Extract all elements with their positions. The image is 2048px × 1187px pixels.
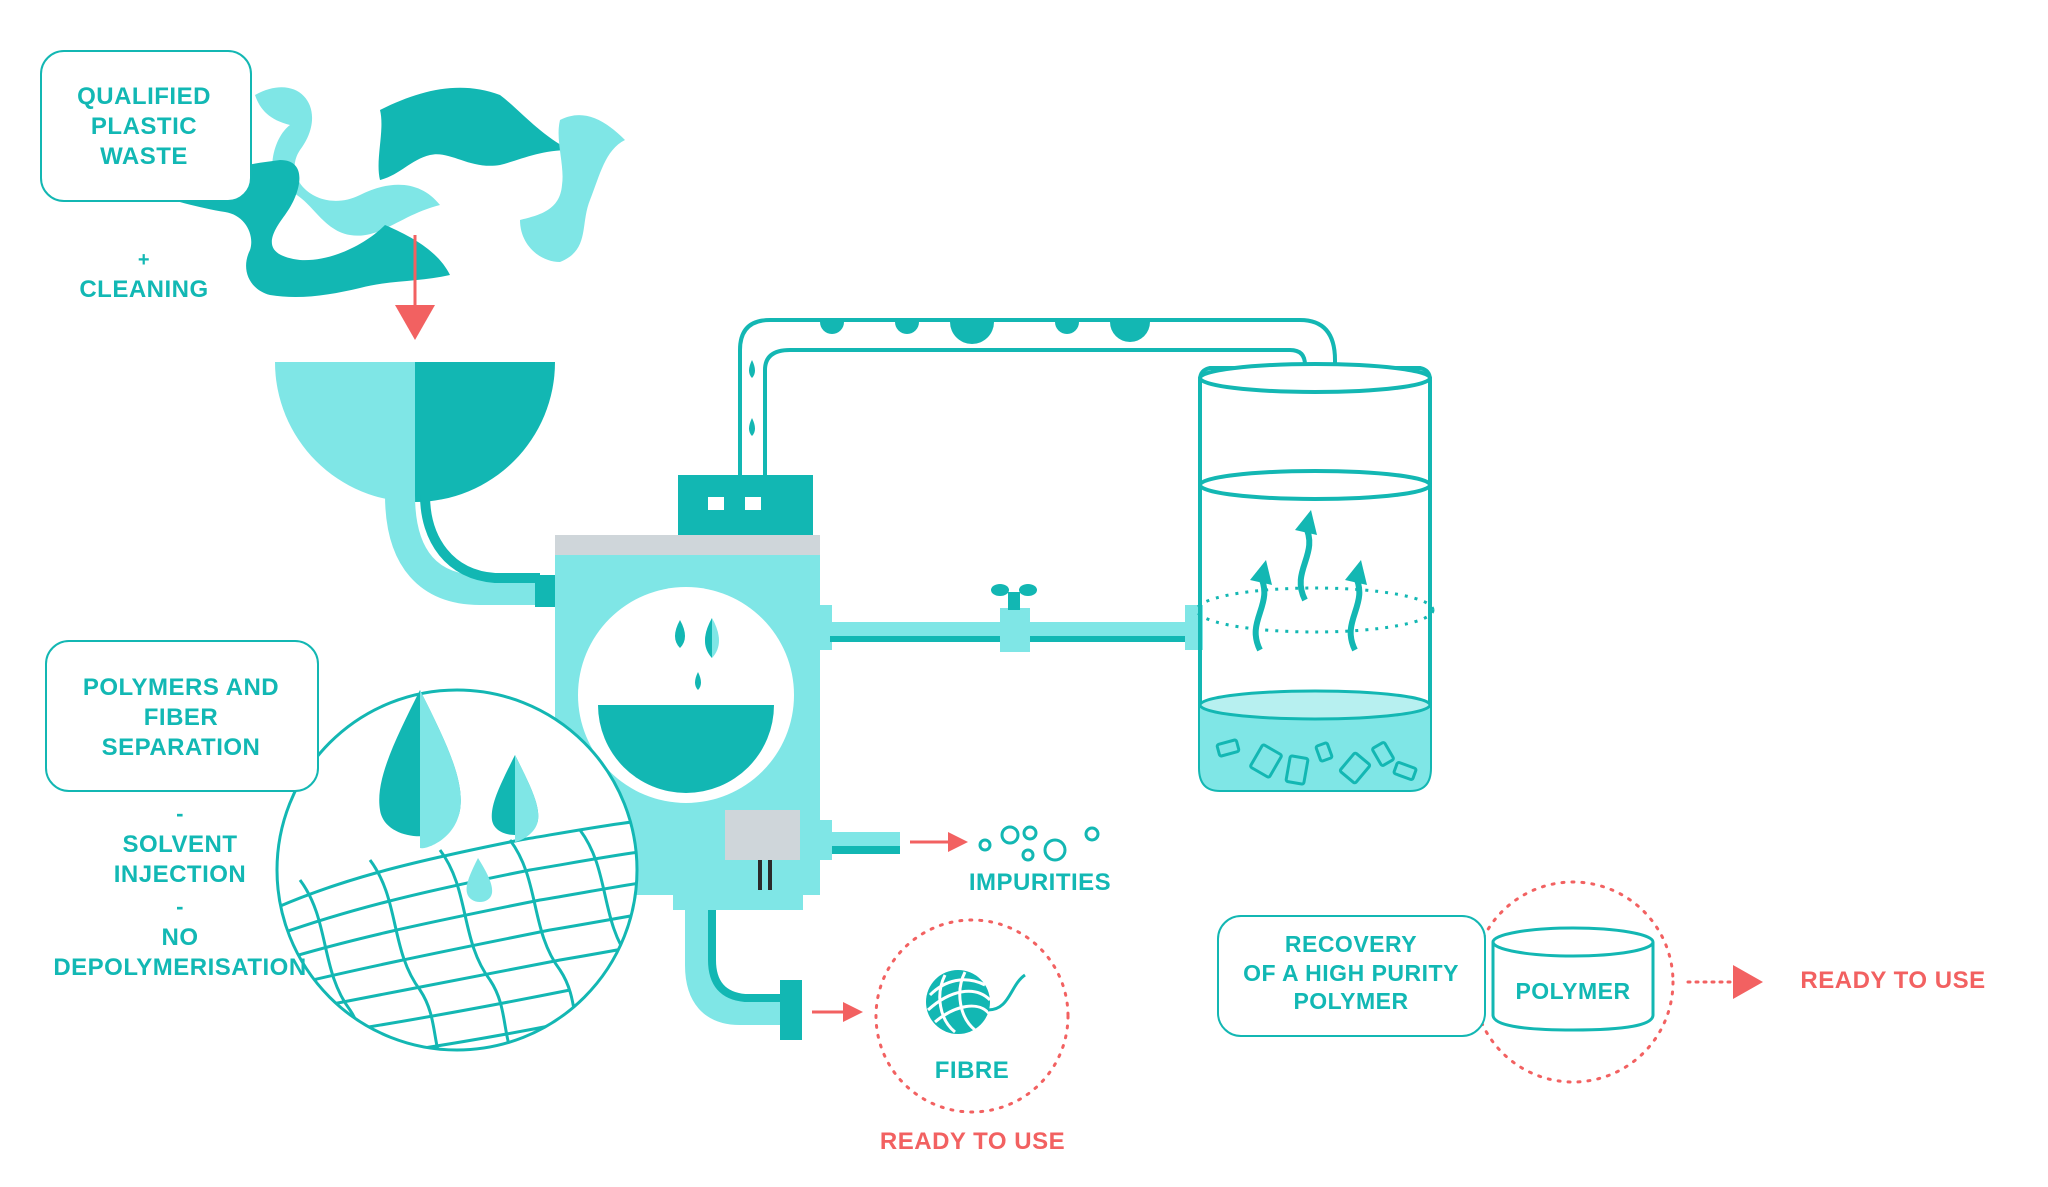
waste-box [40,50,252,202]
fibre-outlet [685,910,802,1040]
separation-box [45,640,319,792]
magnifier-inset [275,688,639,1052]
recovery-label: RECOVERY OF A HIGH PURITY POLYMER [1243,931,1459,1015]
cleaning-plus: + [137,249,151,271]
dash-1: - [176,801,184,826]
polymer-label: POLYMER [1515,978,1631,1004]
no-depolymerisation-label: NO DEPOLYMERISATION [53,924,307,981]
waste-label: QUALIFIED PLASTIC WASTE [77,83,211,170]
fibre-output [812,918,1070,1114]
polymer-ready-label: READY TO USE [1800,967,1986,994]
separation-label: POLYMERS AND FIBER SEPARATION [82,674,280,761]
impurities-label: IMPURITIES [968,869,1112,896]
vapor-pipe [738,318,1337,475]
dash-2: - [176,894,184,919]
polymer-container-icon [1491,926,1655,1032]
vessel [1195,362,1435,792]
yarn-ball-icon [926,970,1026,1034]
transfer-pipe [830,584,1203,652]
recovery-box [1217,915,1486,1037]
fibre-ready-label: READY TO USE [879,1128,1066,1155]
solvent-label: SOLVENT INJECTION [113,831,247,888]
polymer-output [1471,880,1763,1084]
feed-arrow [395,235,435,340]
cleaning-label: CLEANING [79,276,209,303]
reactor [555,475,900,910]
impurities-output [910,825,1100,862]
fibre-label: FIBRE [934,1057,1010,1084]
hopper [275,362,557,607]
